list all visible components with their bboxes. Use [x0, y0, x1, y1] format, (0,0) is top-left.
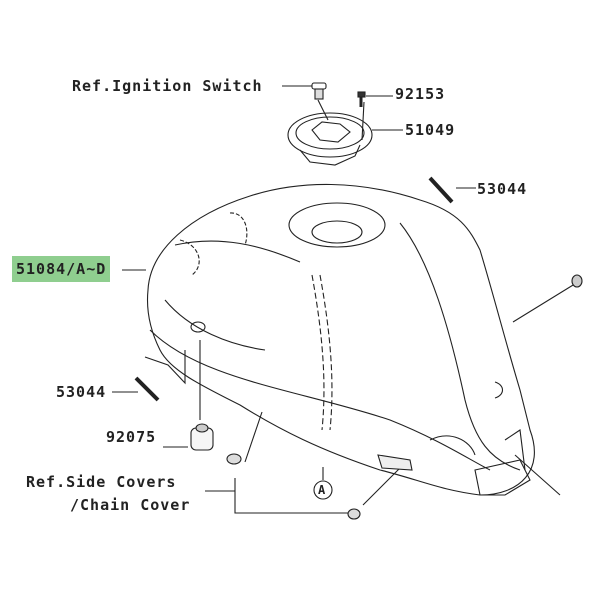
label-chain-cover: /Chain Cover [70, 496, 191, 514]
ignition-screw-part [311, 82, 327, 100]
bracket-part [474, 429, 561, 496]
tank-body [146, 183, 535, 496]
label-53044-top[interactable]: 53044 [477, 180, 528, 198]
label-51084-highlighted[interactable]: 51084/A~D [12, 256, 111, 282]
label-51049[interactable]: 51049 [405, 121, 456, 139]
label-ignition-switch: Ref.Ignition Switch [72, 77, 263, 95]
label-marker-a: A [318, 483, 326, 497]
pin-53044-left-part [134, 376, 160, 402]
label-92153[interactable]: 92153 [395, 85, 446, 103]
damper-92075-part [190, 423, 214, 451]
grommet-parts [190, 274, 583, 520]
label-53044-left[interactable]: 53044 [56, 383, 107, 401]
marker-a [313, 467, 333, 500]
cap-51049-part [287, 112, 373, 166]
label-92075[interactable]: 92075 [106, 428, 157, 446]
pin-53044-top-part [428, 176, 454, 204]
label-side-covers: Ref.Side Covers [26, 473, 177, 491]
leader-lines [112, 85, 579, 514]
bolt-92153-part [357, 91, 366, 107]
